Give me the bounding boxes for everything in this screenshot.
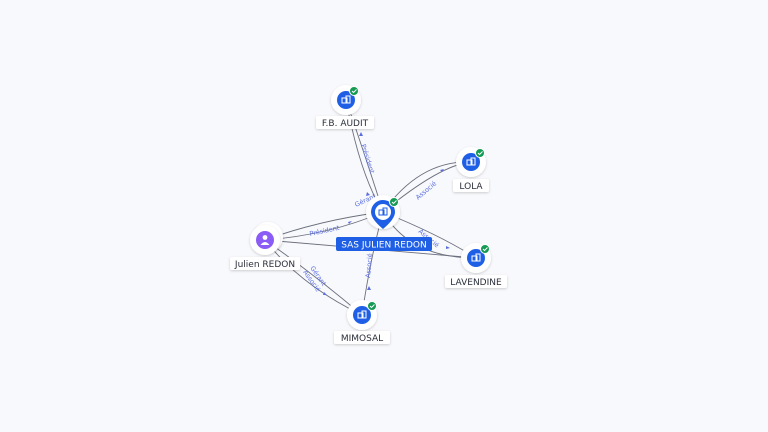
building-icon	[471, 253, 481, 262]
building-icon	[378, 207, 388, 216]
edge-label-president-fb: Président	[359, 143, 376, 175]
center-label-badge	[336, 237, 432, 251]
arrow-president-julien	[348, 221, 352, 224]
building-icon	[357, 310, 367, 319]
node-lavendine[interactable]: LAVENDINE	[445, 243, 507, 288]
node-label-julien-redon: Julien REDON	[234, 260, 295, 270]
arrow-julien-mim	[323, 292, 327, 295]
building-icon	[466, 157, 476, 166]
check-circle-icon	[480, 244, 490, 254]
arrow-associe-lav	[446, 246, 450, 249]
arrow-associe-lola	[440, 169, 444, 172]
check-circle-icon	[475, 148, 485, 158]
node-mimosal[interactable]: MIMOSAL	[334, 300, 390, 344]
node-label-fb-audit: F.B. AUDIT	[322, 119, 369, 129]
node-label-lavendine: LAVENDINE	[450, 278, 502, 288]
edge-label-associe-lola: Associé	[414, 180, 438, 202]
node-fb-audit[interactable]: F.B. AUDIT	[316, 85, 374, 129]
node-label-sas-julien-redon: SAS JULIEN REDON	[341, 241, 427, 251]
node-sas-julien-redon[interactable]: SAS JULIEN REDON	[336, 195, 432, 251]
arrow-associe-mim	[367, 286, 371, 290]
arrow-gerant-top	[366, 192, 370, 196]
arrow-president-fb	[359, 132, 363, 136]
node-label-mimosal: MIMOSAL	[341, 334, 383, 344]
edge-arrows	[323, 132, 450, 295]
user-icon	[260, 235, 270, 245]
node-lola[interactable]: LOLA	[453, 147, 489, 192]
check-circle-icon	[349, 86, 359, 96]
check-circle-icon	[367, 301, 377, 311]
edge-label-president-julien: Président	[309, 224, 341, 238]
check-circle-icon	[389, 197, 399, 207]
node-label-lola: LOLA	[459, 182, 483, 192]
node-julien-redon[interactable]: Julien REDON	[230, 222, 300, 270]
building-icon	[341, 95, 351, 104]
edge-label-associe-mim: Associé	[364, 253, 374, 278]
